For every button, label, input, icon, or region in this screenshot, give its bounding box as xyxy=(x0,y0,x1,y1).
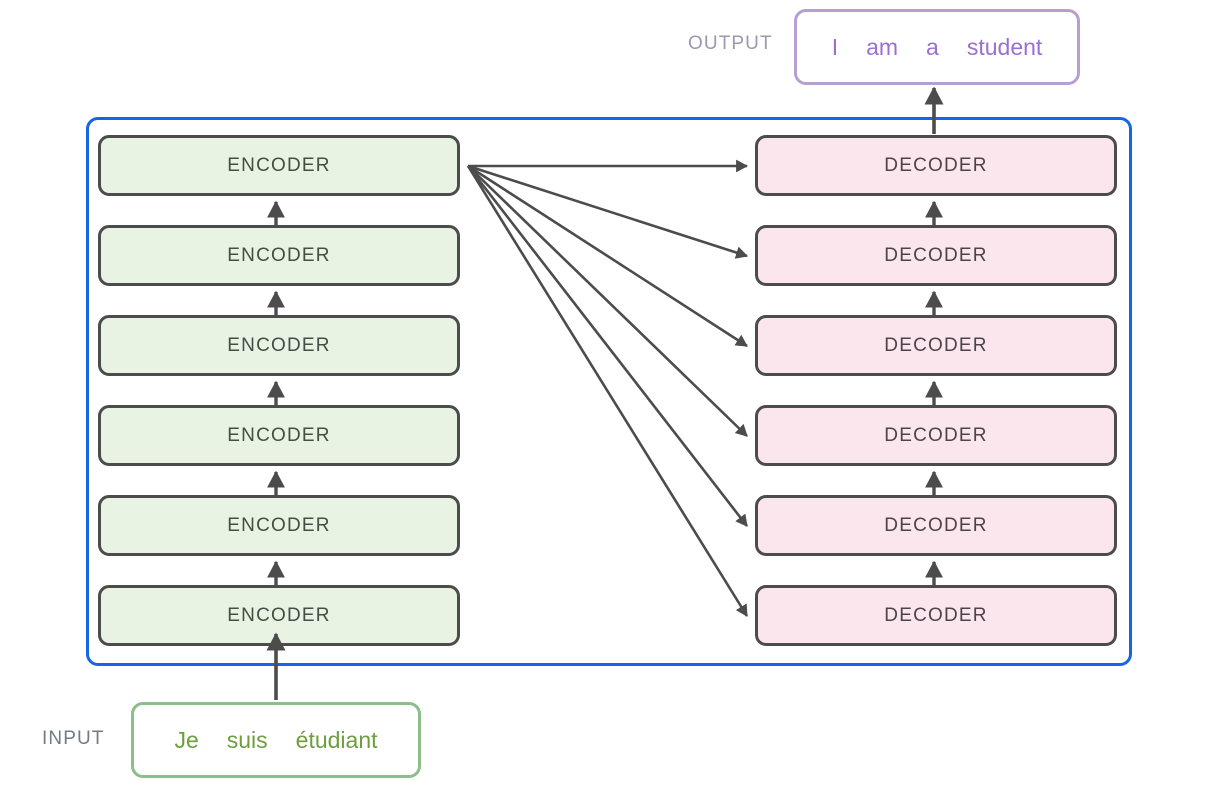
decoder-block-4: DECODER xyxy=(755,405,1117,466)
decoder-block-3-label: DECODER xyxy=(884,334,988,356)
decoder-block-6-label: DECODER xyxy=(884,604,988,626)
decoder-stack: DECODER DECODER DECODER DECODER DECODER … xyxy=(755,135,1117,646)
encoder-block-2-label: ENCODER xyxy=(227,244,331,266)
input-token-0: Je xyxy=(174,726,199,753)
encoder-block-1-label: ENCODER xyxy=(227,154,331,176)
output-token-1: am xyxy=(866,33,899,60)
input-token-box: Je suis étudiant xyxy=(131,702,421,778)
decoder-block-6: DECODER xyxy=(755,585,1117,646)
decoder-block-4-label: DECODER xyxy=(884,424,988,446)
encoder-block-4: ENCODER xyxy=(98,405,460,466)
input-label: INPUT xyxy=(42,728,105,749)
input-token-row: Je suis étudiant xyxy=(160,727,391,754)
encoder-block-4-label: ENCODER xyxy=(227,424,331,446)
decoder-block-1-label: DECODER xyxy=(884,154,988,176)
encoder-block-2: ENCODER xyxy=(98,225,460,286)
output-token-3: student xyxy=(966,33,1043,60)
output-token-row: I am a student xyxy=(818,34,1057,61)
encoder-stack: ENCODER ENCODER ENCODER ENCODER ENCODER … xyxy=(98,135,460,646)
output-token-box: I am a student xyxy=(794,9,1080,85)
encoder-block-1: ENCODER xyxy=(98,135,460,196)
decoder-block-5: DECODER xyxy=(755,495,1117,556)
encoder-block-5: ENCODER xyxy=(98,495,460,556)
decoder-block-2: DECODER xyxy=(755,225,1117,286)
decoder-block-2-label: DECODER xyxy=(884,244,988,266)
output-token-2: a xyxy=(926,33,939,60)
encoder-block-3: ENCODER xyxy=(98,315,460,376)
input-token-2: étudiant xyxy=(295,726,378,753)
decoder-block-1: DECODER xyxy=(755,135,1117,196)
encoder-block-5-label: ENCODER xyxy=(227,514,331,536)
encoder-block-6: ENCODER xyxy=(98,585,460,646)
encoder-block-3-label: ENCODER xyxy=(227,334,331,356)
encoder-block-6-label: ENCODER xyxy=(227,604,331,626)
model-container-border xyxy=(86,117,1132,666)
decoder-block-3: DECODER xyxy=(755,315,1117,376)
input-token-1: suis xyxy=(226,726,268,753)
decoder-block-5-label: DECODER xyxy=(884,514,988,536)
output-label: OUTPUT xyxy=(688,33,773,54)
output-token-0: I xyxy=(831,33,839,60)
